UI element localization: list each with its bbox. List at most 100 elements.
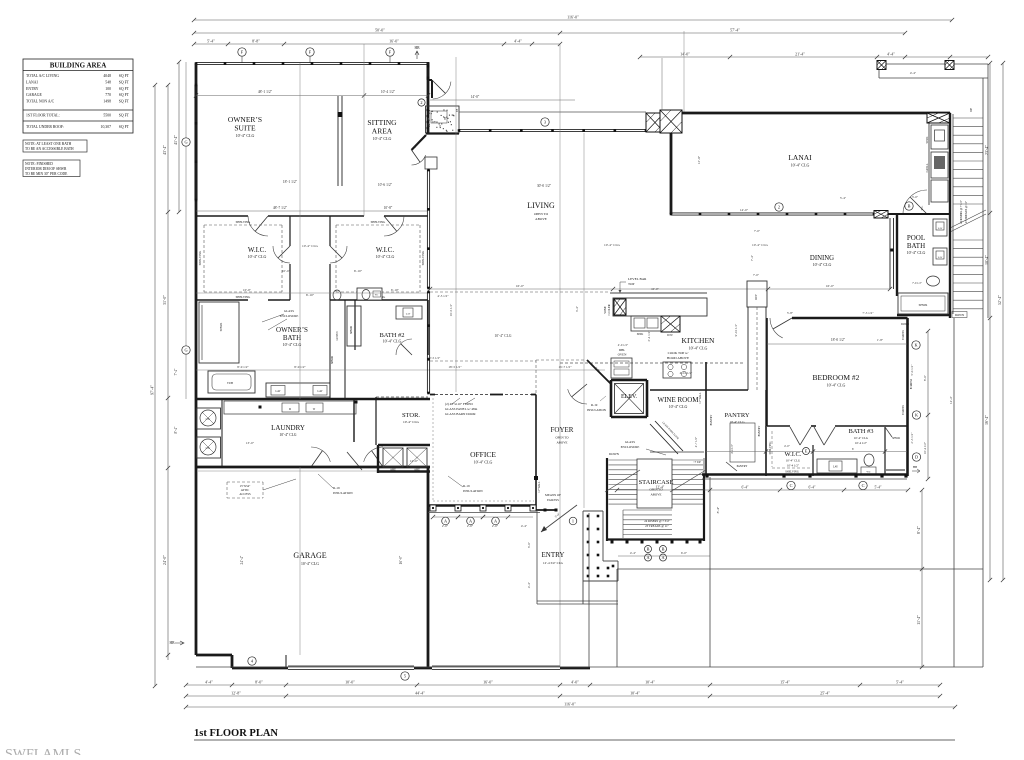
svg-text:14′-0″: 14′-0″ bbox=[740, 208, 749, 212]
svg-text:BEDROOM #2: BEDROOM #2 bbox=[813, 373, 860, 382]
svg-text:AREA: AREA bbox=[372, 127, 393, 136]
svg-text:6′-4″: 6′-4″ bbox=[741, 486, 749, 490]
svg-text:10′-4″ CLG: 10′-4″ CLG bbox=[495, 334, 512, 338]
svg-text:10′-8″: 10′-8″ bbox=[384, 206, 393, 210]
svg-text:KITCHEN: KITCHEN bbox=[682, 336, 715, 345]
svg-text:16′-4″: 16′-4″ bbox=[984, 415, 989, 425]
svg-text:3′-4 1/2″: 3′-4 1/2″ bbox=[647, 330, 651, 342]
svg-text:TOTAL UNDER ROOF:: TOTAL UNDER ROOF: bbox=[26, 125, 64, 129]
svg-text:C: C bbox=[790, 483, 793, 488]
svg-text:WINE ROOM: WINE ROOM bbox=[657, 396, 699, 404]
svg-text:4′-0″: 4′-0″ bbox=[571, 680, 579, 685]
svg-text:23′-4″: 23′-4″ bbox=[984, 145, 989, 155]
svg-text:1st FLOOR PLAN: 1st FLOOR PLAN bbox=[194, 728, 278, 739]
svg-text:41′-4″: 41′-4″ bbox=[173, 135, 178, 145]
svg-text:DBL: DBL bbox=[619, 348, 625, 352]
svg-text:57′-4″: 57′-4″ bbox=[730, 28, 740, 33]
svg-text:4′-0″: 4′-0″ bbox=[784, 444, 791, 448]
svg-text:WC: WC bbox=[866, 471, 870, 474]
svg-text:ATTIC: ATTIC bbox=[241, 488, 250, 492]
svg-text:EGRESS: EGRESS bbox=[547, 498, 559, 502]
svg-text:TUB: TUB bbox=[227, 381, 233, 385]
svg-text:7′-4″: 7′-4″ bbox=[174, 368, 178, 376]
svg-text:11′-4″: 11′-4″ bbox=[916, 615, 921, 625]
svg-text:PANTRY: PANTRY bbox=[710, 415, 713, 426]
svg-text:7′-9 1/2″: 7′-9 1/2″ bbox=[912, 282, 923, 285]
svg-text:10′-4″ CLG: 10′-4″ CLG bbox=[827, 383, 846, 388]
svg-text:1ST FLOOR TOTAL:: 1ST FLOOR TOTAL: bbox=[26, 114, 60, 118]
svg-text:A: A bbox=[494, 519, 498, 524]
svg-text:16′-0″: 16′-0″ bbox=[826, 284, 835, 288]
svg-text:LEVEL BAR: LEVEL BAR bbox=[628, 277, 647, 281]
svg-text:SHELVING: SHELVING bbox=[421, 250, 425, 266]
svg-text:ACCESS: ACCESS bbox=[239, 492, 251, 496]
svg-text:LINEN: LINEN bbox=[335, 331, 339, 341]
svg-text:OPEN TO: OPEN TO bbox=[555, 436, 569, 440]
svg-text:31′-0″: 31′-0″ bbox=[162, 295, 167, 305]
svg-text:↑7 UP: ↑7 UP bbox=[693, 460, 701, 464]
svg-text:SHELVING: SHELVING bbox=[236, 295, 252, 299]
svg-text:25′-4″: 25′-4″ bbox=[820, 691, 830, 696]
svg-text:10′-4 1/2″: 10′-4 1/2″ bbox=[381, 90, 396, 94]
svg-text:4048: 4048 bbox=[103, 74, 111, 78]
svg-text:BATH #2: BATH #2 bbox=[379, 332, 404, 339]
svg-text:E: E bbox=[805, 449, 808, 454]
svg-text:SQ FT: SQ FT bbox=[119, 80, 130, 84]
svg-text:10′-0″: 10′-0″ bbox=[243, 288, 252, 292]
svg-text:BUILDING AREA: BUILDING AREA bbox=[50, 62, 107, 70]
svg-text:4′-7 1/2″: 4′-7 1/2″ bbox=[694, 436, 698, 447]
svg-text:6′-10″: 6′-10″ bbox=[306, 293, 315, 297]
svg-text:48′-7 1/2″: 48′-7 1/2″ bbox=[273, 206, 288, 210]
svg-text:3′-0″: 3′-0″ bbox=[912, 195, 919, 199]
svg-text:5′-4″: 5′-4″ bbox=[840, 196, 847, 200]
svg-text:TOTAL A/C LIVING: TOTAL A/C LIVING bbox=[26, 74, 59, 78]
svg-text:C/U: C/U bbox=[206, 447, 211, 450]
svg-text:SHELVING: SHELVING bbox=[769, 442, 772, 455]
svg-text:10′-4 1/2″: 10′-4 1/2″ bbox=[923, 441, 927, 454]
svg-text:10′-6 1/2″: 10′-6 1/2″ bbox=[378, 183, 393, 187]
svg-text:OWNER’S: OWNER’S bbox=[228, 115, 262, 124]
svg-text:INSULATION: INSULATION bbox=[587, 408, 607, 412]
svg-text:12′-8″: 12′-8″ bbox=[231, 691, 241, 696]
svg-text:HB: HB bbox=[913, 465, 917, 469]
svg-text:T.C.: T.C. bbox=[921, 205, 924, 210]
svg-text:30′-0 1/2″: 30′-0 1/2″ bbox=[537, 184, 552, 188]
svg-text:ENCLOSURE: ENCLOSURE bbox=[280, 314, 299, 318]
svg-text:SQ FT: SQ FT bbox=[119, 100, 130, 104]
svg-text:F: F bbox=[241, 50, 244, 55]
svg-text:97′-4″: 97′-4″ bbox=[150, 385, 155, 395]
svg-text:OVEN: OVEN bbox=[618, 353, 628, 357]
svg-text:10′-0″: 10′-0″ bbox=[282, 269, 291, 273]
svg-text:23 TREADS @ 11″: 23 TREADS @ 11″ bbox=[645, 524, 670, 528]
svg-text:B: B bbox=[662, 547, 665, 552]
svg-text:NOTE: AT LEAST ONE BATH: NOTE: AT LEAST ONE BATH bbox=[25, 142, 72, 146]
svg-text:COOK TOP w/: COOK TOP w/ bbox=[668, 351, 689, 355]
svg-text:A: A bbox=[444, 519, 448, 524]
svg-text:21′-4″: 21′-4″ bbox=[795, 52, 805, 57]
svg-text:WINE: WINE bbox=[604, 306, 607, 314]
svg-text:ABOVE: ABOVE bbox=[557, 441, 568, 445]
svg-text:A: A bbox=[646, 555, 650, 560]
svg-text:10′-4″ CLG: 10′-4″ CLG bbox=[689, 346, 708, 351]
svg-text:5′-4″: 5′-4″ bbox=[896, 680, 904, 685]
svg-text:SQ FT: SQ FT bbox=[119, 74, 130, 78]
svg-text:SINK: SINK bbox=[637, 333, 644, 336]
svg-text:48′-1 1/2″: 48′-1 1/2″ bbox=[258, 90, 273, 94]
svg-text:D: D bbox=[915, 455, 918, 460]
svg-text:14′-4″: 14′-4″ bbox=[949, 395, 953, 404]
svg-text:4′-4″: 4′-4″ bbox=[910, 71, 917, 75]
svg-text:5′-8″: 5′-8″ bbox=[787, 311, 794, 315]
svg-text:1498: 1498 bbox=[103, 100, 111, 104]
svg-text:10′-4″ CLG: 10′-4″ CLG bbox=[302, 244, 319, 248]
svg-text:W.I.C.: W.I.C. bbox=[376, 246, 394, 254]
svg-text:1: 1 bbox=[572, 519, 574, 524]
svg-text:8′-9 1/2″: 8′-9 1/2″ bbox=[294, 365, 306, 369]
svg-text:5′-4″: 5′-4″ bbox=[207, 39, 215, 44]
svg-text:10′-4″ CLG: 10′-4″ CLG bbox=[283, 342, 302, 347]
svg-text:14′-0″: 14′-0″ bbox=[680, 52, 690, 57]
svg-text:ENCLOSURE: ENCLOSURE bbox=[621, 445, 640, 449]
svg-text:GLASS BARN DOOR: GLASS BARN DOOR bbox=[445, 412, 476, 416]
svg-text:770: 770 bbox=[105, 93, 111, 97]
svg-text:SITTING: SITTING bbox=[367, 118, 397, 127]
svg-text:10′-4″ CLG: 10′-4″ CLG bbox=[280, 433, 297, 437]
